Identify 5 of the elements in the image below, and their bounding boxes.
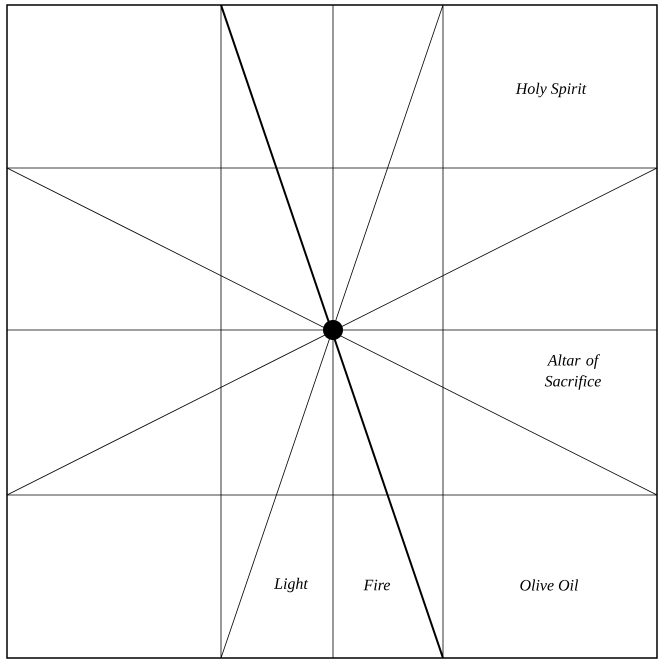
cell-label: Light bbox=[274, 578, 308, 592]
cell-label: Altar of Sacrifice bbox=[544, 354, 601, 390]
cell-label: Holy Spirit bbox=[516, 82, 587, 98]
cell-label: Olive Oil bbox=[520, 579, 578, 591]
cell-label: Fire bbox=[364, 580, 390, 590]
